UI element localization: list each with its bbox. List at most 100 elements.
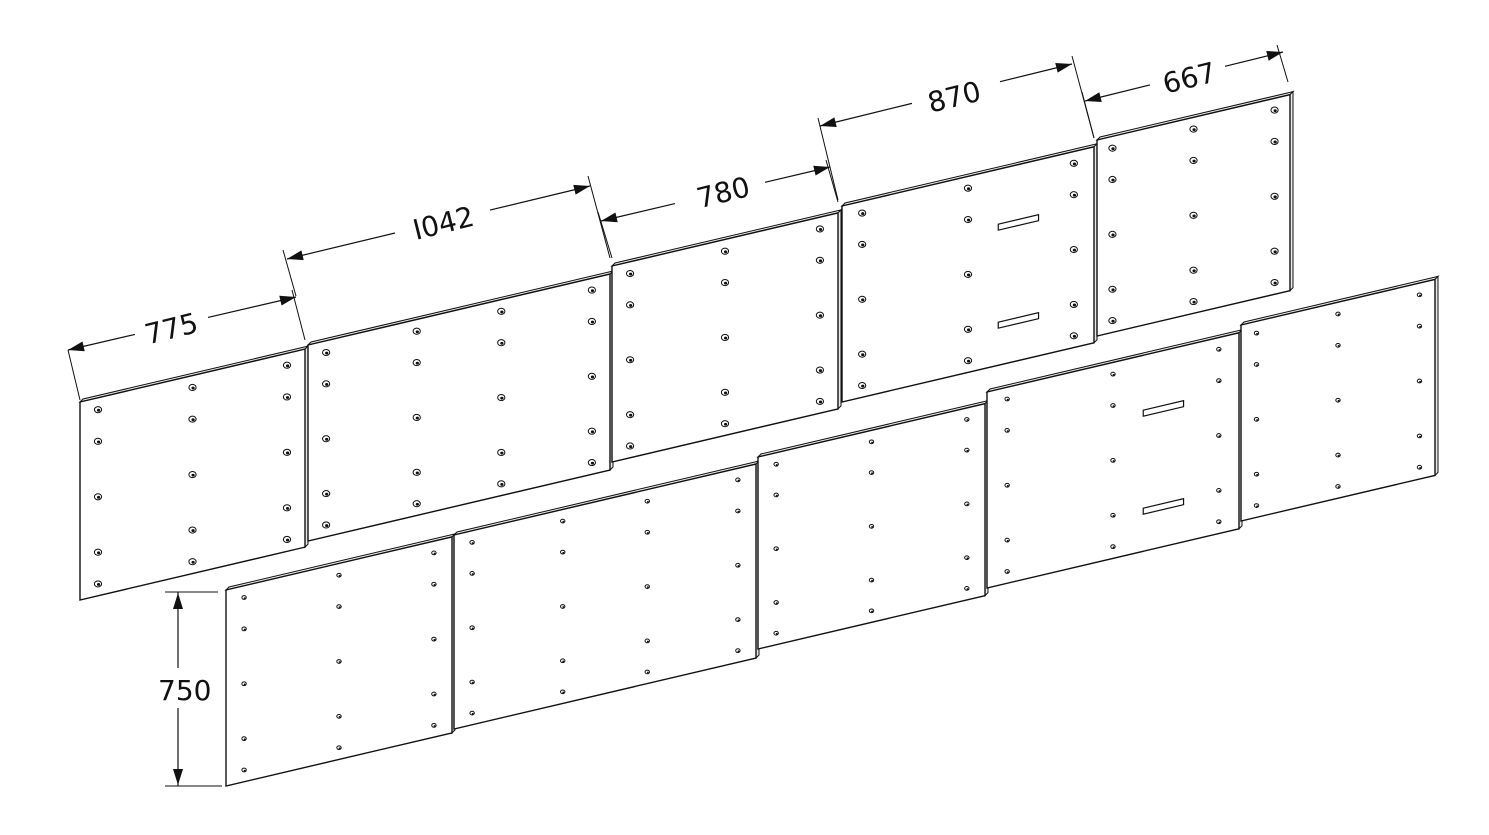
- hole-6-center: [723, 281, 728, 285]
- hole-3-center: [471, 681, 474, 684]
- panel-top-4: [840, 142, 1099, 403]
- dimension-arrow-4-end: [1266, 50, 1283, 61]
- hole-0-center: [1006, 398, 1009, 401]
- panel-bottom-1: [224, 532, 457, 787]
- hole-12-center: [1218, 435, 1221, 437]
- hole-13-center: [966, 557, 969, 560]
- hole-13-center: [433, 693, 436, 696]
- hole-0-center: [629, 272, 633, 276]
- dimension-arrow-4-start: [1085, 92, 1102, 103]
- hole-7-center: [191, 473, 195, 477]
- hole-14-center: [818, 400, 823, 404]
- hole-5-center: [562, 520, 565, 523]
- hole-0-center: [775, 463, 778, 466]
- hole-10-center: [818, 228, 823, 231]
- hole-5-center: [871, 441, 874, 444]
- hole-17-center: [737, 565, 740, 567]
- dimension-label-775: 775: [141, 306, 201, 351]
- dimension-label-1042: I042: [410, 200, 478, 247]
- dimension-arrow-0-start: [68, 341, 85, 352]
- hole-14-center: [1419, 467, 1422, 469]
- hole-1-center: [861, 243, 865, 247]
- slot-1: [997, 311, 1040, 329]
- hole-1-center: [325, 383, 329, 386]
- hole-8-center: [1192, 269, 1196, 273]
- hole-14-center: [1273, 281, 1277, 285]
- dimension-line-1-b: [489, 185, 591, 211]
- hole-15-center: [590, 289, 595, 293]
- hole-7-center: [1112, 460, 1115, 462]
- hole-12-center: [285, 451, 290, 455]
- hole-15-center: [737, 479, 740, 482]
- hole-6-center: [415, 361, 419, 365]
- slot-0: [1142, 399, 1185, 417]
- hole-0-center: [325, 351, 329, 355]
- panel-bottom-2-face: [453, 463, 757, 730]
- hole-0-center: [471, 542, 474, 544]
- hole-14-center: [433, 725, 436, 727]
- hole-8-center: [338, 716, 341, 718]
- hole-8-center: [1112, 514, 1115, 517]
- hole-14-center: [1072, 334, 1077, 338]
- hole-13-center: [1273, 250, 1277, 254]
- hole-9-center: [415, 502, 419, 506]
- hole-11-center: [1419, 325, 1422, 328]
- hole-3-center: [243, 738, 246, 741]
- dimension-arrow-2-start: [601, 212, 618, 223]
- hole-5-center: [1112, 373, 1115, 376]
- hole-13-center: [646, 640, 649, 643]
- panel-top-5: [1095, 90, 1295, 337]
- hole-1-center: [629, 304, 633, 307]
- extension-line-1-0: [282, 249, 297, 297]
- dimension-label-870: 870: [924, 75, 984, 120]
- hole-0-center: [861, 212, 865, 216]
- hole-19-center: [590, 461, 595, 465]
- hole-5-center: [966, 187, 971, 191]
- hole-12-center: [646, 586, 649, 589]
- hole-10-center: [966, 419, 969, 421]
- hole-4-center: [1111, 319, 1115, 323]
- hole-7-center: [338, 661, 341, 663]
- hole-3-center: [629, 413, 633, 417]
- extension-line-0-0: [67, 349, 81, 401]
- hole-12-center: [500, 396, 504, 400]
- panel-top-3: [610, 208, 843, 463]
- hole-4-center: [471, 712, 474, 715]
- hole-9-center: [562, 691, 565, 694]
- hole-6-center: [871, 472, 874, 475]
- hole-12-center: [1273, 195, 1277, 199]
- dimension-label-667: 667: [1159, 56, 1219, 101]
- hole-11-center: [1273, 140, 1277, 144]
- hole-11-center: [500, 341, 504, 345]
- panel-top-2-face: [307, 273, 611, 542]
- dimension-label-750: 750: [158, 674, 211, 707]
- hole-13-center: [285, 506, 290, 510]
- hole-6-center: [1192, 159, 1196, 163]
- extension-line-1-1: [587, 175, 611, 259]
- height-arrow-bottom: [173, 769, 183, 785]
- hole-8-center: [562, 660, 565, 663]
- dimension-arrow-1-start: [287, 250, 304, 261]
- hole-18-center: [737, 619, 740, 622]
- dimension-arrow-0-end: [279, 295, 296, 306]
- hole-7-center: [966, 273, 971, 277]
- hole-9-center: [1112, 546, 1115, 549]
- hole-9-center: [723, 422, 728, 426]
- hole-11-center: [1218, 380, 1221, 383]
- extension-line-2-0: [597, 211, 613, 259]
- hole-3-center: [1006, 539, 1009, 542]
- hole-4-center: [629, 445, 633, 449]
- hole-6-center: [562, 551, 565, 554]
- hole-10-center: [1273, 109, 1277, 113]
- hole-10-center: [1072, 162, 1077, 166]
- hole-14-center: [285, 538, 290, 542]
- hole-7-center: [415, 416, 419, 420]
- hole-10-center: [1419, 294, 1422, 297]
- hole-8-center: [966, 328, 971, 332]
- hole-1-center: [243, 628, 246, 631]
- dimension-arrow-3-start: [820, 117, 837, 128]
- hole-4-center: [775, 632, 778, 635]
- hole-12-center: [1419, 380, 1422, 383]
- hole-8-center: [191, 529, 195, 533]
